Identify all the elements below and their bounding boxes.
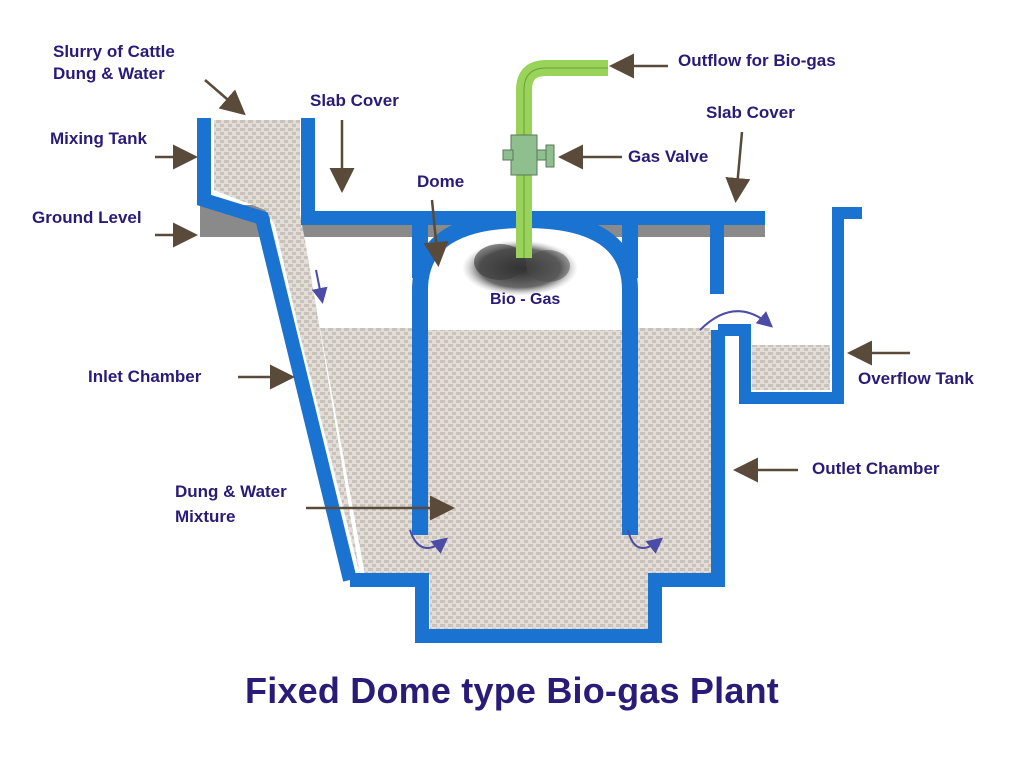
inlet-chamber-label: Inlet Chamber	[88, 367, 202, 386]
bio-gas-cloud-3	[526, 250, 570, 282]
gas-valve-handle	[545, 144, 555, 168]
slurry-label-line1: Slurry of Cattle	[53, 42, 175, 61]
mixing-tank-slurry	[214, 120, 300, 210]
overflow-flow-arrow	[699, 310, 774, 331]
slab-cover-left-label: Slab Cover	[310, 91, 399, 110]
dome-arrow	[423, 199, 449, 267]
outlet-chamber-slurry	[640, 330, 712, 575]
dung-water-label-line2: Mixture	[175, 507, 235, 526]
outlet-chamber-label: Outlet Chamber	[812, 459, 940, 478]
outflow-label: Outflow for Bio-gas	[678, 51, 836, 70]
gas-valve-stem-left	[502, 149, 514, 161]
dome-support-left	[412, 218, 428, 278]
dung-water-label-line1: Dung & Water	[175, 482, 287, 501]
gas-valve-label: Gas Valve	[628, 147, 708, 166]
digester-flow-arrow-right	[627, 529, 664, 554]
mixing-tank-label: Mixing Tank	[50, 129, 148, 148]
inlet-floor	[350, 330, 725, 643]
slurry-label-line2: Dung & Water	[53, 64, 165, 83]
digester-flow-arrow-left	[409, 529, 449, 554]
inlet-flow-arrow	[311, 269, 328, 304]
dome-label: Dome	[417, 172, 464, 191]
bio-gas-label: Bio - Gas	[490, 291, 560, 308]
mixing-tank-wall-right	[301, 118, 765, 225]
dome-support-right	[622, 218, 638, 278]
overflow-tank-slurry	[752, 345, 830, 390]
outlet-lip	[718, 207, 862, 404]
slurry-arrow	[204, 79, 246, 116]
slab-cover-right-label: Slab Cover	[706, 103, 795, 122]
outlet-wall-stub	[710, 218, 724, 294]
ground-level-label: Ground Level	[32, 208, 142, 227]
slab-cover-right-arrow	[725, 131, 751, 203]
mixing-tank-wall-left	[197, 118, 357, 582]
bio-gas-cloud-2	[474, 244, 526, 280]
outflow-pipe-edge	[523, 67, 608, 258]
overflow-tank-label: Overflow Tank	[858, 369, 974, 388]
diagram-title: Fixed Dome type Bio-gas Plant	[245, 670, 779, 711]
gas-valve-body	[510, 134, 538, 176]
